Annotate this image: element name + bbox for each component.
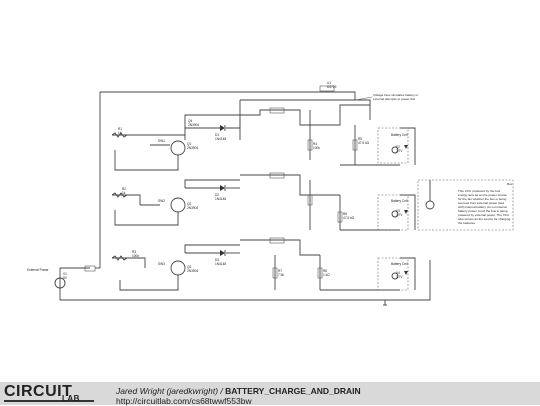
label-q1-ref: Q1 <box>187 142 191 146</box>
label-r1-value: 1k <box>118 131 122 135</box>
power-rails <box>60 91 431 306</box>
label-v2-ref: V2 <box>396 145 400 149</box>
svg-text:Battery Cell: Battery Cell <box>391 199 408 203</box>
right-note-line-1: This VCC produced by the bus <box>458 189 501 193</box>
label-v3-value: 3.7V <box>396 213 403 217</box>
circuit-url[interactable]: http://circuitlab.com/cs68twwf553bw <box>116 396 252 406</box>
label-r7-value: 7.5k <box>278 273 284 277</box>
circuit-schematic: Battery Cell Battery Cell <box>27 81 514 306</box>
label-r1-ref: R1 <box>118 127 122 131</box>
label-switch-1: SW1 <box>158 139 165 143</box>
svg-text:Battery Cell: Battery Cell <box>391 133 408 137</box>
stage-1: Battery Cell <box>112 85 416 171</box>
label-v4-ref: V4 <box>396 271 400 275</box>
right-note-line-4: sourced from external power (tied <box>458 201 504 205</box>
footer-bar: CIRCUIT LAB <box>0 382 540 405</box>
label-v1-ref: V1 <box>63 272 67 276</box>
author-name[interactable]: Jared Wright (jaredkwright) <box>116 386 219 396</box>
component-labels: U1D4729D11N4148D21N4148D31N4148Q12N3904Q… <box>63 81 403 280</box>
label-q2-ref: Q2 <box>187 202 191 206</box>
label-d1-ref: D1 <box>215 133 219 137</box>
label-r6-ref: R6 <box>343 212 347 216</box>
label-q1-value: 2N3904 <box>187 146 198 150</box>
label-r7-ref: R7 <box>278 269 282 273</box>
right-note: Box This VCC produced by the bus energy … <box>458 182 513 225</box>
logo-bottom-text: LAB <box>62 394 80 403</box>
label-q3-ref: Q3 <box>187 265 191 269</box>
right-note-line-9: the batteries. <box>458 221 476 225</box>
circuitlab-logo[interactable]: CIRCUIT LAB <box>4 384 94 404</box>
label-r5-ref: R5 <box>358 137 362 141</box>
right-note-line-8: also serves as the source for charging <box>458 217 511 221</box>
stage-2: Battery Cell <box>112 172 416 231</box>
top-note-line-2: external attempts to power this <box>373 97 416 101</box>
separator: / <box>218 386 226 396</box>
svg-text:Battery Cell: Battery Cell <box>391 262 408 266</box>
label-v1-value: 5V <box>63 276 68 280</box>
right-note-title: Box <box>507 182 513 186</box>
label-u1-value: D4729 <box>327 85 337 89</box>
label-q2-value: 2N3904 <box>187 206 198 210</box>
label-r4-ref: R4 <box>313 142 317 146</box>
label-switch-3: SW3 <box>158 262 165 266</box>
label-r6-value: 47.5 kΩ <box>343 216 355 220</box>
label-v3-ref: V3 <box>396 209 400 213</box>
label-d2-value: 1N4148 <box>215 197 226 201</box>
label-u1-ref: U1 <box>327 81 331 85</box>
right-note-line-5: with) internal battery. As Lsi internal <box>458 205 507 209</box>
label-d3-value: 1N4148 <box>215 262 226 266</box>
label-r5-value: 47.5 kΩ <box>358 141 370 145</box>
label-v4-value: 3.7V <box>396 275 403 279</box>
vcc-box <box>417 179 514 231</box>
top-note-line-1: Voltage here simulates battery or <box>373 93 418 97</box>
label-r8-value: 1 kΩ <box>323 273 330 277</box>
label-r2-value: 1k <box>122 191 126 195</box>
label-switch-2: SW2 <box>158 199 165 203</box>
left-resistors <box>111 132 128 261</box>
label-q4-ref: Q4 <box>188 119 192 123</box>
author-title-line: Jared Wright (jaredkwright) / BATTERY_CH… <box>116 386 361 396</box>
label-r4-value: 100k <box>313 146 320 150</box>
label-r3-value: 100k <box>132 254 139 258</box>
right-note-line-6: battery power, but if the bus is being <box>458 209 508 213</box>
right-note-line-3: for the fan whether the bus is being <box>458 197 507 201</box>
right-note-line-7: powered by external power, The VCC <box>458 213 510 217</box>
right-note-line-2: energy acts as an the power source <box>458 193 507 197</box>
label-q4-value: 2N3904 <box>188 123 199 127</box>
label-q3-value: 2N3904 <box>187 269 198 273</box>
label-d1-value: 1N4148 <box>215 137 226 141</box>
external-power-source: External Power <box>27 265 100 300</box>
circuit-title[interactable]: BATTERY_CHARGE_AND_DRAIN <box>225 386 361 396</box>
label-d3-ref: D3 <box>215 258 219 262</box>
external-power-label: External Power <box>27 268 50 272</box>
label-r8-ref: R8 <box>323 269 327 273</box>
label-d2-ref: D2 <box>215 193 219 197</box>
logo-top-text: CIRCUIT <box>4 383 73 400</box>
label-v2-value: 3.7V <box>396 149 403 153</box>
label-r2-ref: R2 <box>122 187 126 191</box>
logo-underline <box>4 400 94 402</box>
label-r3-ref: R3 <box>132 250 136 254</box>
top-note: Voltage here simulates battery or extern… <box>355 93 418 101</box>
